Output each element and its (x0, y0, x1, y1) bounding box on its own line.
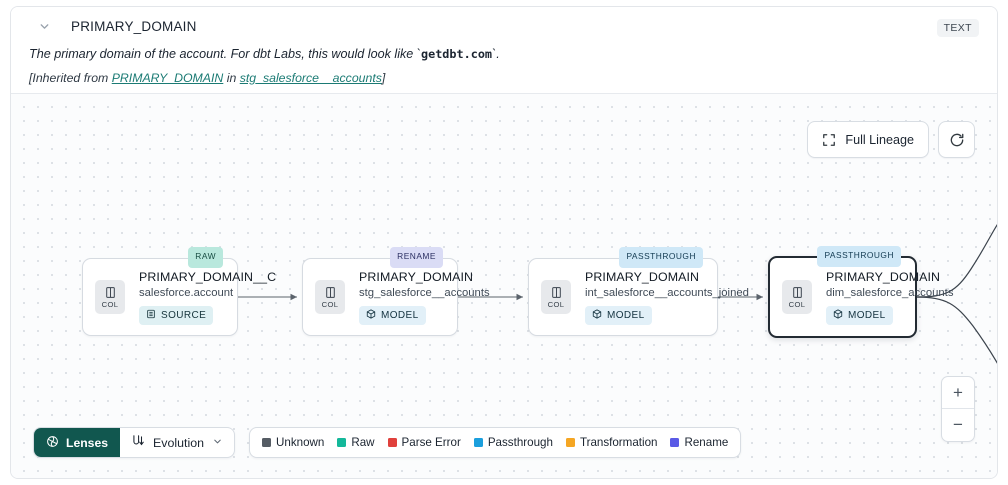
inherited-from-note: [Inherited from PRIMARY_DOMAIN in stg_sa… (29, 71, 979, 85)
node-subtitle: dim_salesforce_accounts (826, 286, 954, 299)
zoom-controls: + − (941, 376, 975, 442)
inherited-column-link[interactable]: PRIMARY_DOMAIN (111, 71, 224, 85)
legend-swatch-passthrough (473, 438, 483, 447)
node-body: PRIMARY_DOMAIN int_salesforce__accounts_… (585, 270, 749, 325)
node-tag-badge: PASSTHROUGH (817, 246, 901, 267)
column-icon: COL (541, 280, 571, 314)
lineage-node-selected[interactable]: PASSTHROUGH COL PRIMARY_DOMAIN dim_sales… (768, 246, 953, 338)
inherited-model-link[interactable]: stg_salesforce__accounts (239, 71, 382, 85)
legend-label: Rename (684, 436, 729, 449)
node-body: PRIMARY_DOMAIN__C salesforce.account SOU… (139, 270, 276, 325)
legend-item: Raw (337, 436, 375, 449)
node-kind-pill: SOURCE (139, 305, 214, 325)
description-code: getdbt.com (421, 47, 493, 61)
page-title: PRIMARY_DOMAIN (71, 19, 197, 34)
lineage-toolbar: Full Lineage (807, 121, 975, 158)
lineage-canvas[interactable]: Full Lineage RAW COL PRIMARY_DOMAIN__C s… (11, 93, 997, 478)
refresh-button[interactable] (938, 121, 975, 158)
cube-icon (833, 308, 843, 322)
description-text: The primary domain of the account. For d… (29, 47, 421, 61)
node-body: PRIMARY_DOMAIN stg_salesforce__accounts … (359, 270, 490, 325)
panel-header: PRIMARY_DOMAIN TEXT The primary domain o… (11, 7, 997, 95)
evolution-label: Evolution (153, 435, 204, 450)
node-subtitle: stg_salesforce__accounts (359, 286, 490, 299)
node-subtitle: salesforce.account (139, 286, 234, 299)
column-icon-label: COL (321, 299, 339, 309)
legend-swatch-transformation (565, 438, 575, 447)
column-icon-label: COL (101, 299, 119, 309)
lens-aperture-icon (46, 435, 59, 451)
node-name: PRIMARY_DOMAIN (826, 269, 941, 284)
zoom-out-button[interactable]: − (953, 415, 963, 434)
column-icon: COL (95, 280, 125, 314)
node-tag-badge: RENAME (390, 247, 443, 268)
node-tag-badge: RAW (188, 247, 223, 268)
legend-swatch-raw (337, 438, 347, 447)
chevron-down-icon[interactable] (37, 20, 51, 34)
legend-swatch-unknown (262, 438, 271, 447)
node-name: PRIMARY_DOMAIN (359, 269, 474, 284)
node-kind-pill: MODEL (585, 305, 652, 325)
legend-label: Raw (351, 436, 375, 449)
lenses-button[interactable]: Lenses (34, 428, 121, 457)
lineage-node[interactable]: PASSTHROUGH COL PRIMARY_DOMAIN int_sales… (528, 247, 749, 336)
legend-swatch-rename (670, 438, 680, 447)
lineage-node[interactable]: RENAME COL PRIMARY_DOMAIN stg_salesforce… (302, 247, 490, 336)
column-icon-label: COL (547, 299, 565, 309)
inherit-suffix: ] (381, 71, 386, 85)
node-kind-pill: MODEL (826, 305, 893, 325)
legend-swatch-parse-error (387, 438, 397, 447)
legend-label: Unknown (276, 436, 325, 449)
node-name: PRIMARY_DOMAIN (585, 269, 700, 284)
inherit-prefix: [Inherited from (29, 71, 112, 85)
legend-label: Parse Error (401, 436, 461, 449)
column-icon: COL (315, 280, 345, 314)
node-kind-label: MODEL (848, 309, 886, 321)
zoom-in-button[interactable]: + (942, 377, 974, 409)
lineage-legend: Unknown Raw Parse Error Passthrough Tran… (249, 427, 742, 458)
full-lineage-label: Full Lineage (845, 132, 914, 147)
column-icon: COL (782, 280, 812, 314)
legend-item: Parse Error (387, 436, 461, 449)
column-type-badge: TEXT (936, 19, 979, 37)
node-body: PRIMARY_DOMAIN dim_salesforce_accounts M… (826, 270, 953, 325)
database-icon (146, 309, 156, 322)
lenses-label: Lenses (66, 435, 109, 450)
lineage-node[interactable]: RAW COL PRIMARY_DOMAIN__C salesforce.acc… (82, 247, 276, 336)
column-description: The primary domain of the account. For d… (29, 46, 979, 63)
legend-label: Transformation (579, 436, 658, 449)
column-icon-label: COL (788, 299, 806, 309)
cube-icon (592, 308, 602, 322)
expand-corners-icon (822, 133, 836, 147)
lenses-evolution-group: Lenses Evolution (33, 427, 235, 458)
cube-icon (366, 308, 376, 322)
lineage-edges (238, 224, 997, 364)
refresh-icon (949, 132, 965, 148)
column-detail-panel: PRIMARY_DOMAIN TEXT The primary domain o… (10, 6, 998, 479)
legend-item: Unknown (262, 436, 324, 449)
description-text-suffix: `. (492, 47, 500, 61)
evolution-flow-icon (131, 434, 145, 451)
legend-item: Passthrough (473, 436, 553, 449)
node-kind-label: MODEL (381, 309, 419, 321)
node-name: PRIMARY_DOMAIN__C (139, 269, 277, 284)
chevron-down-icon (212, 436, 223, 450)
node-tag-badge: PASSTHROUGH (619, 247, 703, 268)
node-kind-label: SOURCE (161, 309, 207, 321)
legend-label: Passthrough (487, 436, 553, 449)
node-subtitle: int_salesforce__accounts_joined (585, 286, 749, 299)
evolution-dropdown[interactable]: Evolution (120, 428, 234, 457)
lineage-bottom-bar: Lenses Evolution Unknown (33, 427, 742, 458)
legend-item: Transformation (565, 436, 658, 449)
legend-item: Rename (670, 436, 728, 449)
full-lineage-button[interactable]: Full Lineage (807, 121, 929, 158)
inherit-mid: in (223, 71, 240, 85)
header-title-row: PRIMARY_DOMAIN (29, 19, 979, 34)
node-kind-pill: MODEL (359, 305, 426, 325)
node-kind-label: MODEL (607, 309, 645, 321)
